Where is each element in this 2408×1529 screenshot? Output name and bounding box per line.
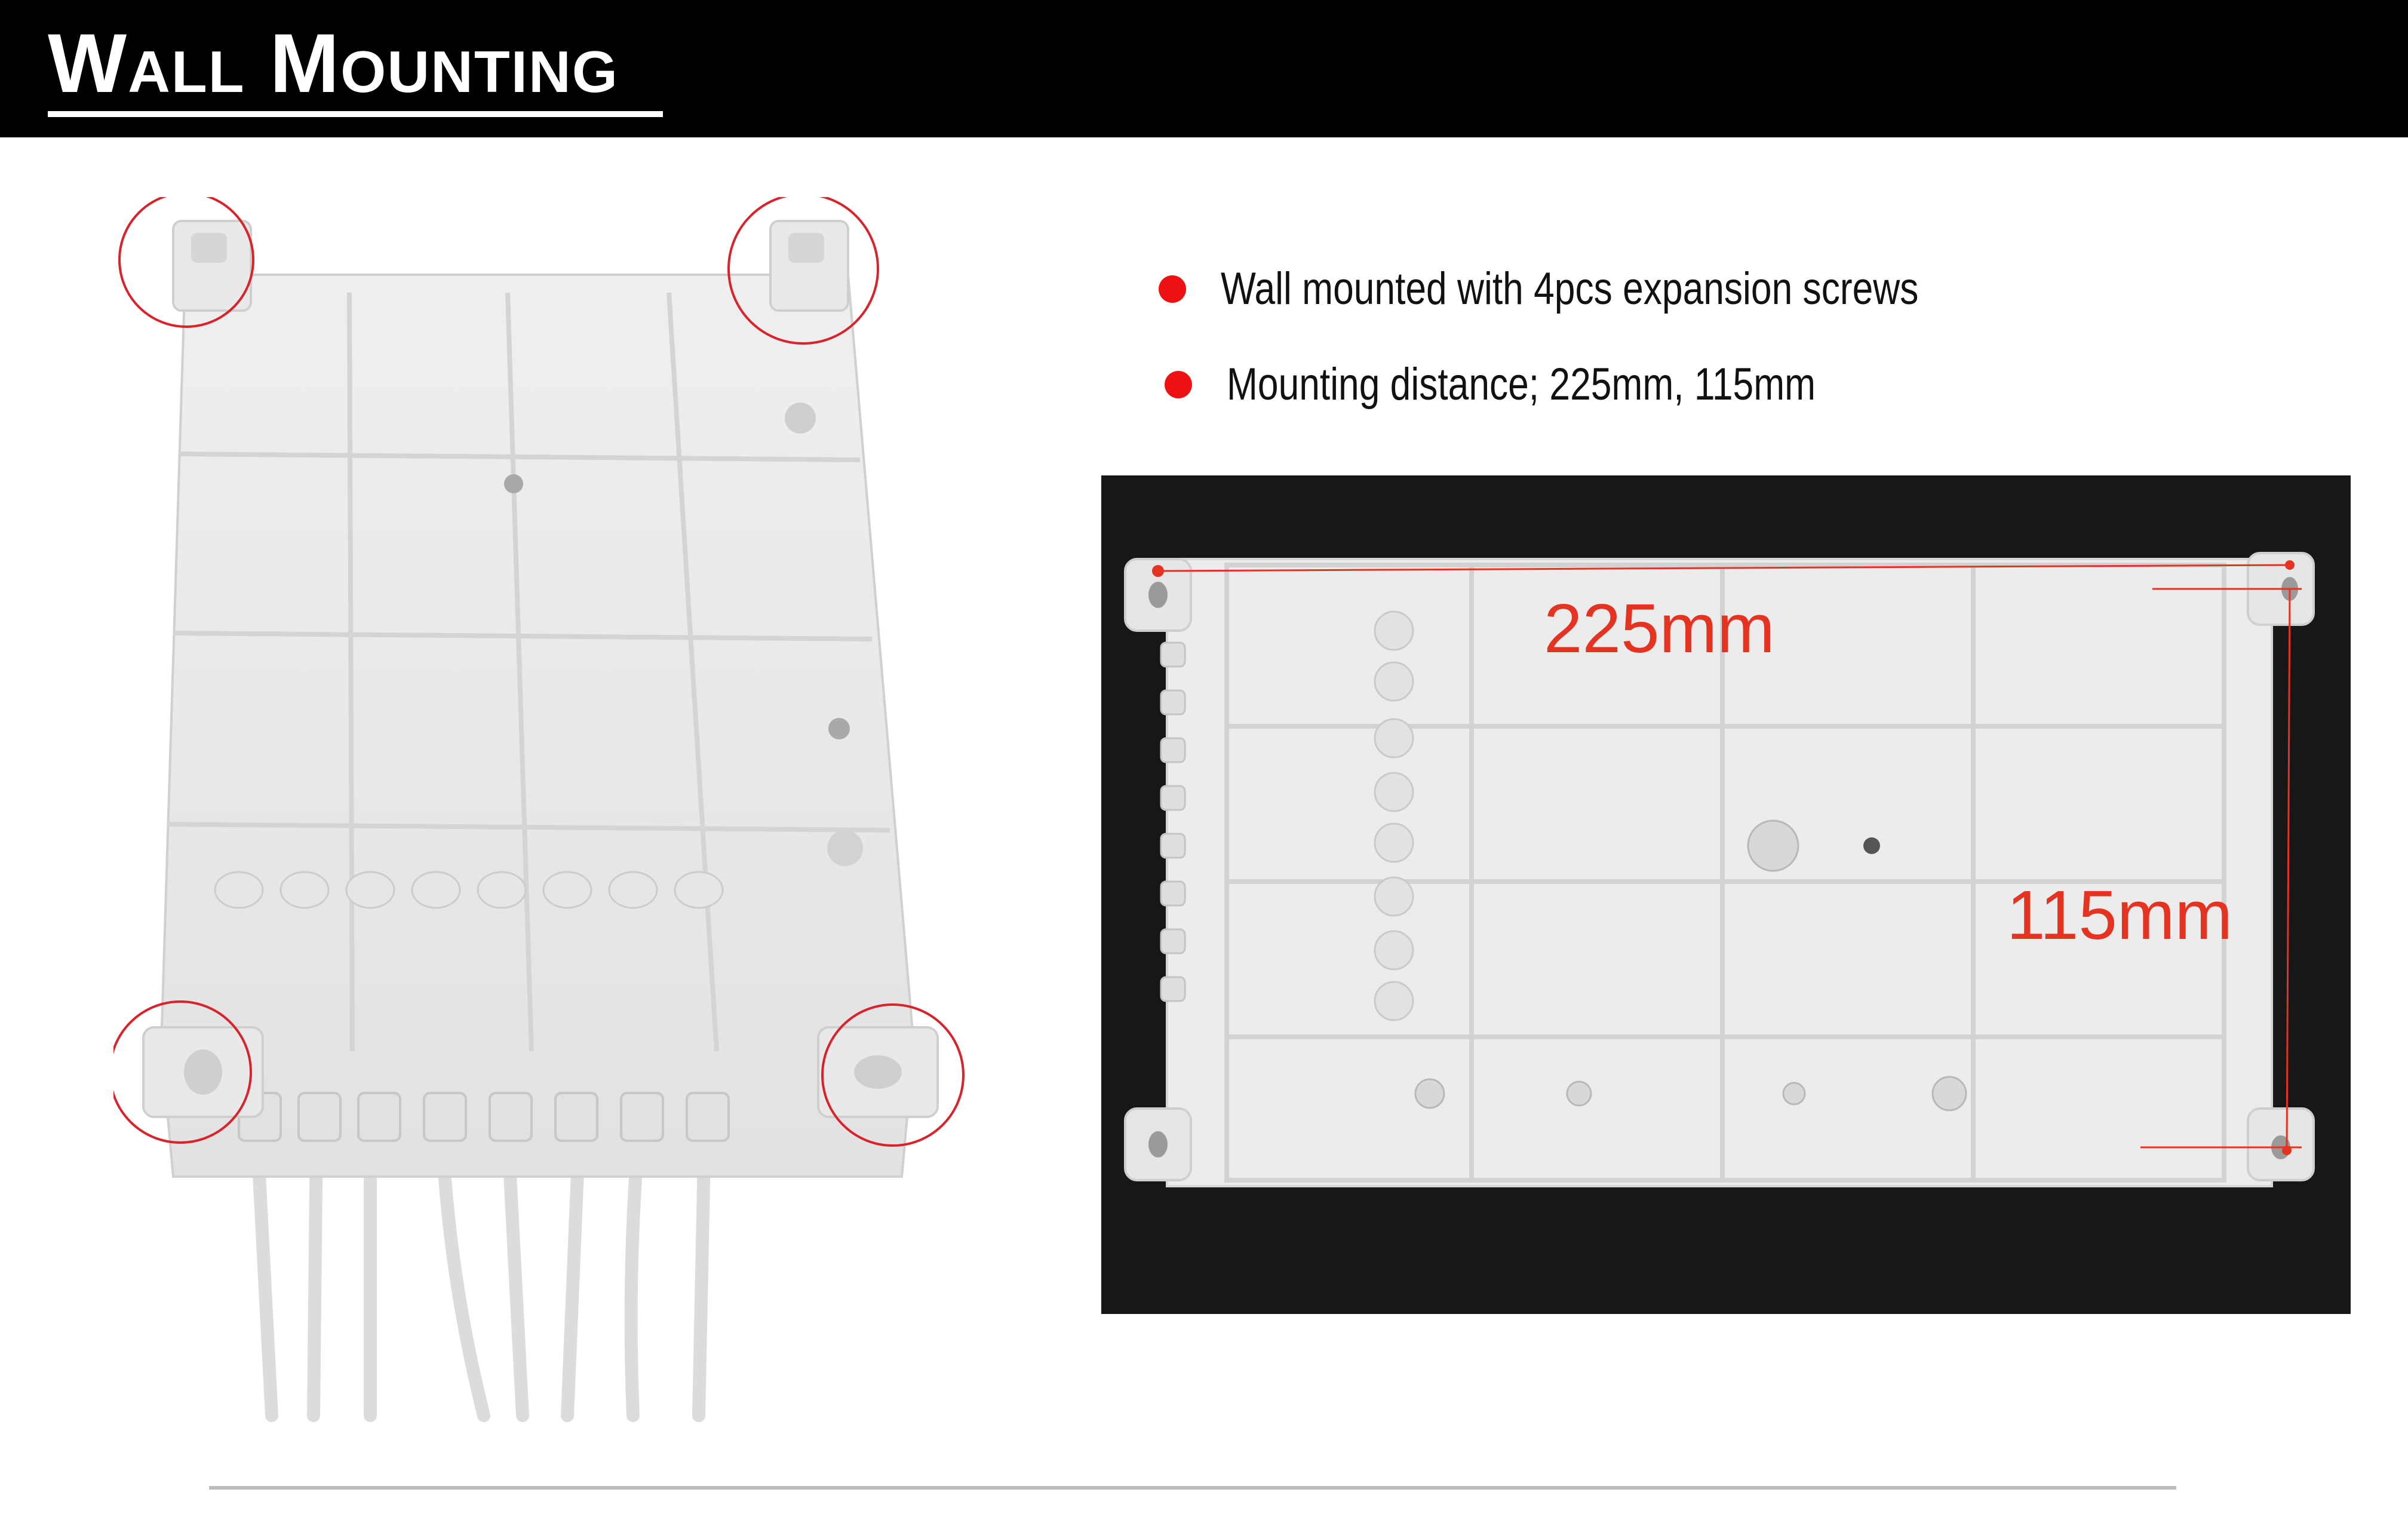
title-underline [48,111,663,117]
knockout-row [214,871,724,909]
side-gland-column [1160,641,1186,1002]
bullet-text: Wall mounted with 4pcs expansion screws [1221,263,1919,314]
knockout-column [1374,610,1414,1021]
mounting-lugs [1124,552,2315,1181]
bullet-text: Mounting distance; 225mm, 115mm [1227,359,1816,410]
measurement-lines [1157,564,2302,1151]
rib-grid [167,292,890,1052]
red-bullet-icon [1159,275,1186,303]
cable-gland-row [238,1092,730,1142]
page-title: Wall Mounting [48,16,619,110]
lug-highlight-circles [113,197,965,1147]
red-bullet-icon [1165,370,1192,398]
enclosure-back-photo [113,197,965,1422]
dimension-label-225mm: 225mm [1544,590,1775,667]
dimension-label-115mm: 115mm [2007,876,2233,954]
dimension-photo [1101,475,2351,1314]
bullet-expansion-screws: Wall mounted with 4pcs expansion screws [1159,263,2072,315]
footer-divider [209,1486,2176,1490]
bullet-mounting-distance: Mounting distance; 225mm, 115mm [1165,358,1945,410]
